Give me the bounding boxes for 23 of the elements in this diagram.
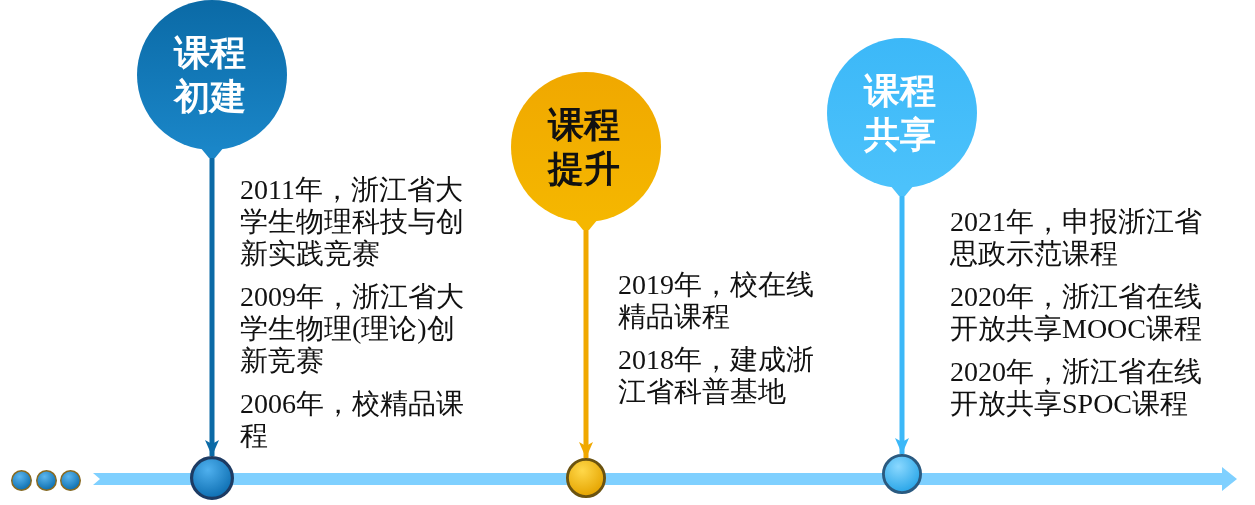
stage-circle: [827, 38, 977, 188]
milestone-text: 2020年，浙江省在线开放共享SPOC课程: [950, 356, 1203, 420]
small-dot: [60, 470, 81, 491]
milestone-text: 2019年，校在线精品课程: [618, 269, 815, 333]
stage-circle: [137, 0, 287, 150]
milestone-text: 2018年，建成浙江省科普基地: [618, 344, 815, 408]
timeline-dot: [190, 456, 234, 500]
milestone-text: 2021年，申报浙江省思政示范课程: [950, 206, 1203, 270]
stage-title: 课程共享: [864, 69, 938, 157]
timeline-dot: [882, 454, 922, 494]
stem-arrow: [895, 196, 909, 454]
milestone-text: 2020年，浙江省在线开放共享MOOC课程: [950, 281, 1203, 345]
small-dot: [11, 470, 32, 491]
milestone-text: 2009年，浙江省大学生物理(理论)创新竞赛: [240, 281, 465, 377]
timeline-dot: [566, 458, 606, 498]
stage-title: 课程提升: [548, 103, 622, 191]
stage-title: 课程初建: [174, 31, 248, 119]
milestone-text: 2006年，校精品课程: [240, 388, 465, 452]
stem-arrow: [205, 158, 219, 456]
small-dot: [36, 470, 57, 491]
stem-arrow: [579, 230, 593, 458]
milestone-text: 2011年，浙江省大学生物理科技与创新实践竞赛: [240, 174, 465, 270]
stage-circle: [511, 72, 661, 222]
